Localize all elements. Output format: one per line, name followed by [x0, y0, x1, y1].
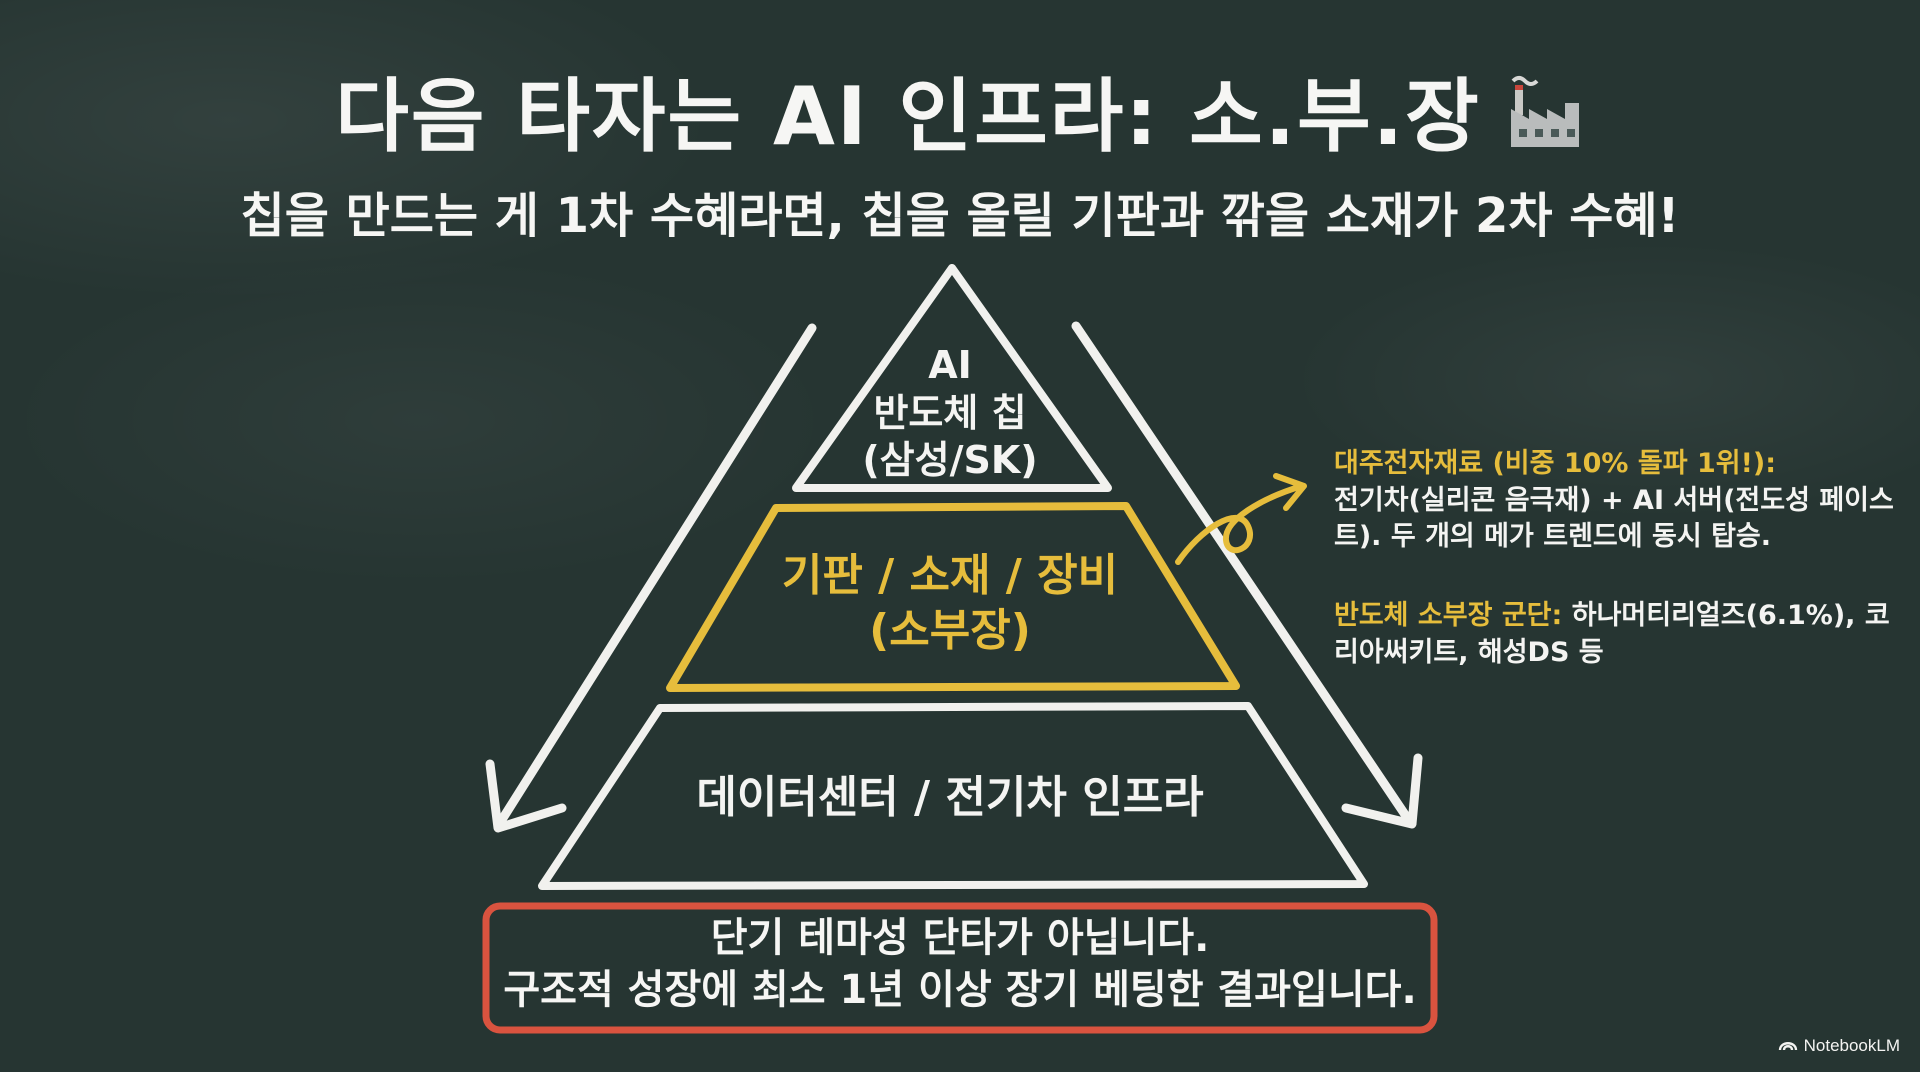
- pyramid-middle-tier: [666, 502, 1240, 692]
- right-arrow-icon: [1071, 321, 1423, 829]
- annotation-2-text: 하나머티리얼즈(6.1%), 코리아써키트, 해성DS 등: [1334, 600, 1890, 668]
- top-tier-line1: AI: [928, 343, 972, 387]
- annotation-panel: 대주전자재료 (비중 10% 돌파 1위!): 전기차(실리콘 음극재) + A…: [1334, 446, 1894, 714]
- annotation-1-text: 전기차(실리콘 음극재) + AI 서버(전도성 페이스트). 두 개의 메가 …: [1334, 484, 1894, 553]
- top-tier-label: AI 반도체 칩 (삼성/SK): [780, 342, 1120, 485]
- conclusion-line1: 단기 테마성 단타가 아닙니다.: [710, 915, 1210, 961]
- middle-tier-line1: 기판 / 소재 / 장비: [781, 550, 1119, 601]
- middle-tier-line2: (소부장): [869, 605, 1031, 656]
- top-tier-line3: (삼성/SK): [862, 438, 1038, 482]
- bottom-tier-label: 데이터센터 / 전기차 인프라: [620, 770, 1280, 825]
- conclusion-line2: 구조적 성장에 최소 1년 이상 장기 베팅한 결과입니다.: [503, 967, 1417, 1013]
- conclusion-box-border: [482, 902, 1438, 1034]
- subtitle: 칩을 만드는 게 1차 수혜라면, 칩을 올릴 기판과 깎을 소재가 2차 수혜…: [240, 188, 1680, 244]
- brand-watermark: NotebookLM: [1778, 1036, 1900, 1056]
- pyramid-top-tier: [792, 264, 1112, 492]
- pyramid-bottom-tier: [538, 702, 1368, 890]
- conclusion-box: 단기 테마성 단타가 아닙니다. 구조적 성장에 최소 1년 이상 장기 베팅한…: [490, 912, 1430, 1016]
- annotation-1-label: 대주전자재료 (비중 10% 돌파 1위!):: [1334, 448, 1777, 479]
- top-tier-line2: 반도체 칩: [873, 390, 1027, 435]
- notebooklm-logo-icon: [1778, 1036, 1798, 1056]
- brand-name: NotebookLM: [1803, 1036, 1900, 1055]
- middle-tier-label: 기판 / 소재 / 장비 (소부장): [720, 548, 1180, 658]
- bottom-tier-line1: 데이터센터 / 전기차 인프라: [696, 772, 1204, 823]
- curved-arrow-icon: [1175, 473, 1307, 565]
- annotation-2-label: 반도체 소부장 군단:: [1334, 600, 1563, 632]
- title-text: 다음 타자는 AI 인프라: 소.부.장: [335, 70, 1481, 163]
- left-arrow-icon: [485, 323, 817, 833]
- annotation-2: 반도체 소부장 군단: 하나머티리얼즈(6.1%), 코리아써키트, 해성DS …: [1334, 598, 1894, 671]
- factory-icon: [1505, 73, 1585, 172]
- page-title: 다음 타자는 AI 인프라: 소.부.장: [0, 52, 1920, 172]
- annotation-1: 대주전자재료 (비중 10% 돌파 1위!): 전기차(실리콘 음극재) + A…: [1334, 446, 1894, 556]
